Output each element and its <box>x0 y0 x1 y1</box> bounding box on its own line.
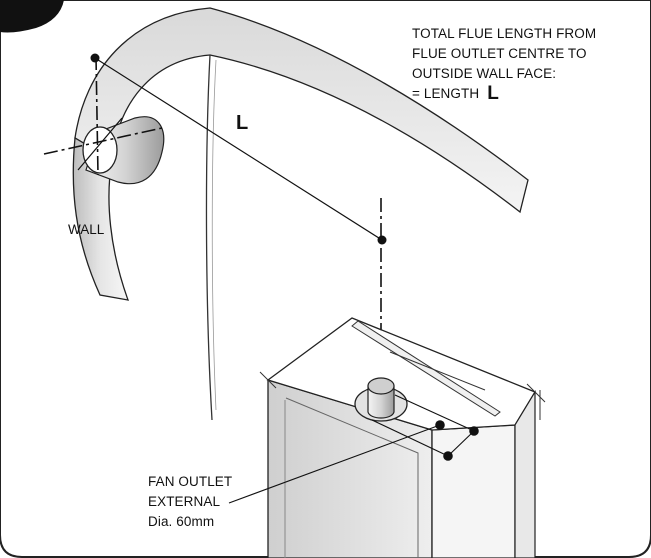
fan-outlet-line-1: FAN OUTLET <box>148 474 233 489</box>
note-length-text: = LENGTH <box>412 86 480 101</box>
length-marker-label: L <box>236 112 249 134</box>
section-badge <box>0 0 64 33</box>
terminal-vertical-centreline <box>95 55 99 176</box>
flue-length-note: TOTAL FLUE LENGTH FROM FLUE OUTLET CENTR… <box>412 24 596 104</box>
tick-top-right <box>526 383 546 403</box>
boiler-side <box>431 424 516 558</box>
tick-top-left <box>259 371 277 389</box>
boiler-top-slot <box>351 320 501 417</box>
flue-outlet-top <box>367 377 395 395</box>
boiler-front-panel <box>285 397 419 558</box>
flue-outlet-pipe <box>367 385 395 419</box>
note-length-symbol: L <box>487 83 499 104</box>
fan-outlet-dim-line-2 <box>371 419 449 457</box>
wall-label: WALL <box>68 222 105 237</box>
length-start-dot <box>90 53 100 63</box>
fan-outlet-dim-line-1 <box>394 394 475 432</box>
note-line-1: TOTAL FLUE LENGTH FROM <box>412 26 597 41</box>
note-line-2: FLUE OUTLET CENTRE TO <box>412 46 587 61</box>
room-corner-line <box>205 54 213 421</box>
length-end-dot <box>377 235 387 245</box>
boiler-top-line <box>389 351 486 391</box>
flue-terminal-end <box>82 126 118 174</box>
note-line-3: OUTSIDE WALL FACE: <box>412 66 557 81</box>
length-dimension-line <box>94 57 383 241</box>
room-corner-shade <box>211 59 217 411</box>
note-line-4: = LENGTH L <box>412 84 596 104</box>
fan-outlet-dot-2 <box>469 426 479 436</box>
fan-outlet-line-3: Dia. 60mm <box>148 514 215 529</box>
fan-outlet-leader <box>228 424 441 504</box>
terminal-diagonal-line <box>77 117 123 171</box>
wall-section <box>72 136 129 301</box>
boiler-side-edge <box>514 389 536 558</box>
fan-outlet-dot-3 <box>443 451 453 461</box>
fan-outlet-note: FAN OUTLET EXTERNAL Dia. 60mm <box>148 472 232 532</box>
wall-arch <box>74 7 529 214</box>
fan-outlet-line-2: EXTERNAL <box>148 494 221 509</box>
fan-outlet-dim-line-3 <box>447 430 475 457</box>
